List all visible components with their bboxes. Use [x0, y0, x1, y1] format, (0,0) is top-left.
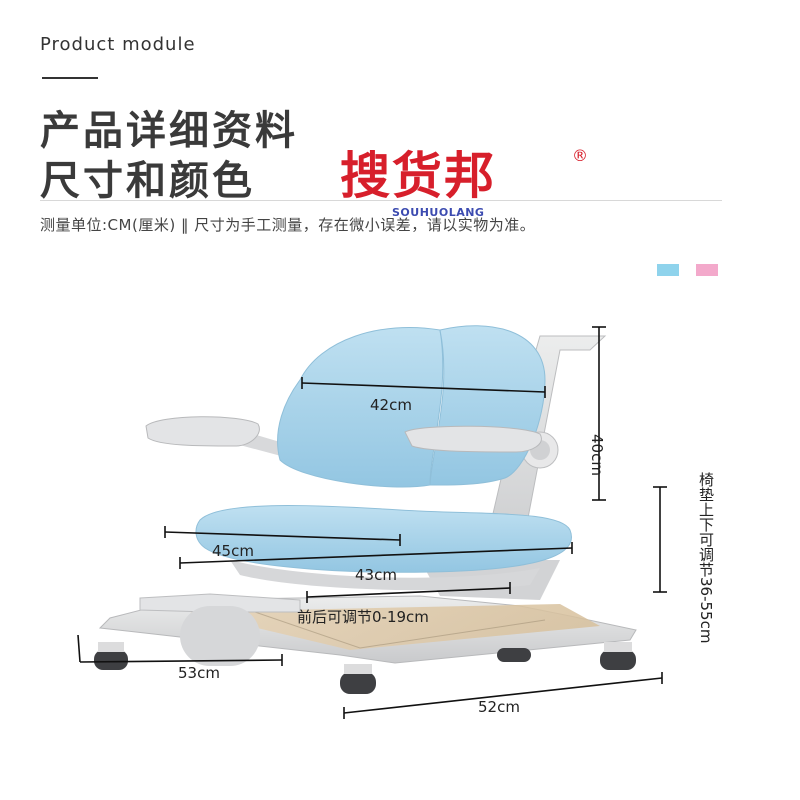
dim-seat-width: 45cm	[212, 542, 254, 560]
dim-seat-height: 椅垫上下可调节36-55cm	[697, 472, 715, 644]
color-swatch-pink[interactable]	[696, 264, 718, 276]
watermark-latin: SOUHUOLANG	[392, 206, 485, 219]
page-title: 产品详细资料	[40, 108, 298, 154]
dimension-lines	[77, 326, 667, 719]
dim-backrest-width: 42cm	[370, 396, 412, 414]
eyebrow-divider	[42, 77, 98, 79]
watermark-logo: 搜货邦 ® SOUHUOLANG	[340, 146, 588, 246]
page-subtitle: 尺寸和颜色	[40, 158, 255, 204]
color-swatch-blue[interactable]	[657, 264, 679, 276]
header-divider	[40, 200, 722, 201]
dim-backrest-height: 40cm	[588, 434, 606, 476]
dim-seat-depth: 43cm	[355, 566, 397, 584]
section-eyebrow: Product module	[40, 34, 196, 55]
dim-base-width: 52cm	[478, 698, 520, 716]
watermark-name: 搜货邦	[340, 147, 496, 205]
measurement-note: 测量单位:CM(厘米) ‖ 尺寸为手工测量，存在微小误差，请以实物为准。	[40, 216, 536, 234]
dim-base-depth: 53cm	[178, 664, 220, 682]
dim-seat-slide: 前后可调节0-19cm	[297, 608, 429, 626]
chair-base	[98, 593, 637, 666]
caster-wheels	[94, 642, 636, 694]
registered-mark: ®	[572, 146, 588, 165]
chair-armrests	[145, 416, 542, 453]
